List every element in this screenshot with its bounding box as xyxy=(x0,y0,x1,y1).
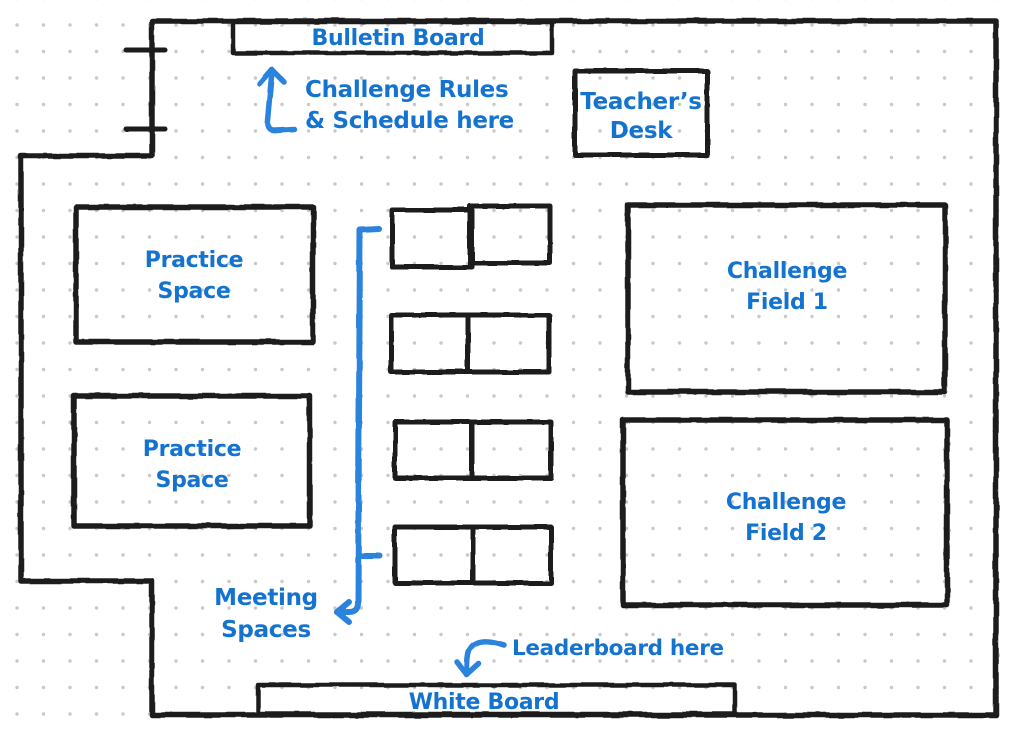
meeting-table-pair-4 xyxy=(392,524,554,586)
meeting-spaces-label-line1: Meeting xyxy=(214,585,318,611)
labels-layer: Bulletin Board Challenge Rules & Schedul… xyxy=(143,26,848,715)
rules-arrow-icon xyxy=(257,67,297,133)
challenge-field-1-shape xyxy=(625,202,948,395)
white-board-shape xyxy=(255,682,738,717)
annotations xyxy=(257,67,507,678)
bulletin-board-shape xyxy=(230,19,555,56)
challenge-field-2-label-line2: Field 2 xyxy=(745,521,827,546)
meeting-spaces-label-line2: Spaces xyxy=(221,617,311,643)
leaderboard-note-label: Leaderboard here xyxy=(512,636,724,661)
teachers-desk-shape xyxy=(572,68,710,158)
teachers-desk-label-line1: Teacher’s xyxy=(580,89,701,115)
practice-space-2-label-line2: Space xyxy=(156,468,229,493)
meeting-table-pair-3 xyxy=(392,419,554,481)
bulletin-board-label: Bulletin Board xyxy=(312,26,485,51)
practice-space-1-shape xyxy=(73,204,316,345)
challenge-field-1-label-line1: Challenge xyxy=(727,259,847,284)
room-outline-wall xyxy=(18,18,999,718)
teachers-desk-label-line2: Desk xyxy=(610,118,673,144)
practice-space-1-label-line1: Practice xyxy=(145,248,243,273)
meeting-table-pair-2 xyxy=(388,312,552,375)
challenge-field-1-label-line2: Field 1 xyxy=(746,290,828,315)
meeting-spaces-bracket-arrow-icon xyxy=(334,226,383,625)
walls-and-furniture xyxy=(18,18,999,718)
rules-note-line2: & Schedule here xyxy=(305,108,514,134)
meeting-table-pair-1 xyxy=(389,203,553,270)
practice-space-2-label-line1: Practice xyxy=(143,437,241,462)
challenge-field-2-shape xyxy=(620,417,950,608)
white-board-label: White Board xyxy=(409,690,560,715)
leaderboard-arrow-icon xyxy=(454,638,507,678)
rules-note-line1: Challenge Rules xyxy=(305,77,508,103)
challenge-field-2-label-line1: Challenge xyxy=(726,490,846,515)
practice-space-1-label-line2: Space xyxy=(158,279,231,304)
practice-space-2-shape xyxy=(71,393,313,529)
